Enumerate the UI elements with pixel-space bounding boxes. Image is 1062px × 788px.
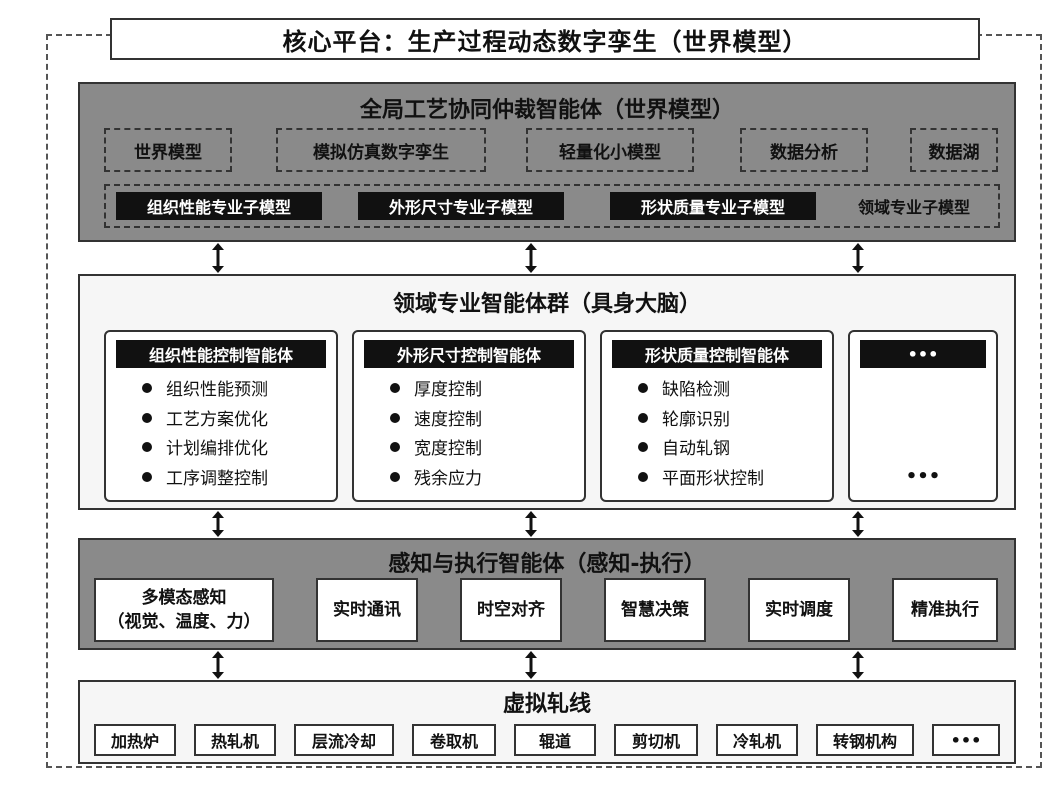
bullet-icon [142,442,152,452]
device-shear: 剪切机 [614,724,698,756]
list-item: 速度控制 [390,406,482,436]
device-more: ••• [932,724,1000,756]
list-item: 自动轧钢 [638,435,764,465]
platform-title: 核心平台：生产过程动态数字孪生（世界模型） [110,18,980,60]
sub-model-shape-quality: 形状质量专业子模型 [610,192,816,220]
agent-title: 形状质量控制智能体 [612,340,822,368]
bidirectional-arrow-icon [212,511,224,537]
ellipsis-text: ••• [905,466,941,487]
agent-card-microstructure: 组织性能控制智能体 组织性能预测 工艺方案优化 计划编排优化 工序调整控制 [104,330,338,502]
bidirectional-arrow-icon [525,243,537,273]
domain-agents-layer: 领域专业智能体群（具身大脑） 组织性能控制智能体 组织性能预测 工艺方案优化 计… [78,274,1016,510]
module-realtime-comm: 实时通讯 [316,578,418,642]
list-item: 宽度控制 [390,435,482,465]
bullet-icon [638,412,648,423]
module-spatiotemporal-alignment: 时空对齐 [460,578,562,642]
perception-execution-title: 感知与执行智能体（感知-执行） [388,552,706,577]
bidirectional-arrow-icon [525,511,537,537]
bullet-icon [638,471,648,482]
sub-models-row: 组织性能专业子模型 外形尺寸专业子模型 形状质量专业子模型 领域专业子模型 [104,184,1000,228]
agent-card-dimension: 外形尺寸控制智能体 厚度控制 速度控制 宽度控制 残余应力 [352,330,586,502]
list-item: 计划编排优化 [142,435,268,465]
list-item: 工序调整控制 [142,465,268,495]
bullet-icon [142,383,152,393]
bullet-icon [142,471,152,482]
domain-agents-title: 领域专业智能体群（具身大脑） [392,292,701,317]
device-laminar-cooling: 层流冷却 [294,724,394,756]
module-smart-decision: 智慧决策 [604,578,706,642]
agent-card-more: ••• ••• [848,330,998,502]
module-realtime-scheduling: 实时调度 [748,578,850,642]
bidirectional-arrow-icon [212,651,224,679]
agent-title: 组织性能控制智能体 [116,340,326,368]
bullet-icon [390,442,400,452]
bidirectional-arrow-icon [852,511,864,537]
bidirectional-arrow-icon [525,651,537,679]
sub-model-microstructure: 组织性能专业子模型 [116,192,322,220]
sub-model-domain: 领域专业子模型 [857,198,970,217]
virtual-line-title: 虚拟轧线 [502,692,591,717]
list-item: 轮廓识别 [638,406,764,436]
bullet-icon [638,383,648,393]
bullet-icon [638,442,648,452]
list-item: 组织性能预测 [142,376,268,406]
device-hot-rolling-mill: 热轧机 [194,724,276,756]
component-digital-twin: 模拟仿真数字孪生 [276,128,486,172]
sub-model-dimension: 外形尺寸专业子模型 [358,192,564,220]
agent-title: 外形尺寸控制智能体 [364,340,574,368]
list-item: 厚度控制 [390,376,482,406]
device-cold-rolling-mill: 冷轧机 [716,724,798,756]
device-turning-mechanism: 转钢机构 [816,724,914,756]
virtual-rolling-line: 虚拟轧线 加热炉 热轧机 层流冷却 卷取机 辊道 剪切机 冷轧机 转钢机构 ••… [78,680,1016,764]
bullet-icon [390,383,400,393]
global-arbitration-title: 全局工艺协同仲裁智能体（世界模型） [359,98,734,123]
bullet-icon [142,412,152,423]
device-heating-furnace: 加热炉 [94,724,176,756]
device-coiler: 卷取机 [412,724,496,756]
bidirectional-arrow-icon [852,243,864,273]
list-item: 平面形状控制 [638,465,764,495]
component-world-model: 世界模型 [104,128,232,172]
component-data-analysis: 数据分析 [740,128,868,172]
bidirectional-arrow-icon [852,651,864,679]
component-lightweight-model: 轻量化小模型 [526,128,694,172]
list-item: 残余应力 [390,465,482,495]
list-item: 缺陷检测 [638,376,764,406]
device-roller-table: 辊道 [514,724,596,756]
global-arbitration-layer: 全局工艺协同仲裁智能体（世界模型） 世界模型 模拟仿真数字孪生 轻量化小模型 数… [78,82,1016,242]
agent-title: ••• [860,340,986,368]
bidirectional-arrow-icon [212,243,224,273]
bullet-icon [390,471,400,482]
module-sublabel: （视觉、温度、力） [107,612,261,632]
module-multimodal-perception: 多模态感知 （视觉、温度、力） [94,578,274,642]
component-data-lake: 数据湖 [910,128,998,172]
list-item: 工艺方案优化 [142,406,268,436]
perception-execution-layer: 感知与执行智能体（感知-执行） 多模态感知 （视觉、温度、力） 实时通讯 时空对… [78,538,1016,650]
bullet-icon [390,412,400,423]
agent-card-shape-quality: 形状质量控制智能体 缺陷检测 轮廓识别 自动轧钢 平面形状控制 [600,330,834,502]
module-label: 多模态感知 [141,588,227,608]
module-precise-execution: 精准执行 [892,578,998,642]
